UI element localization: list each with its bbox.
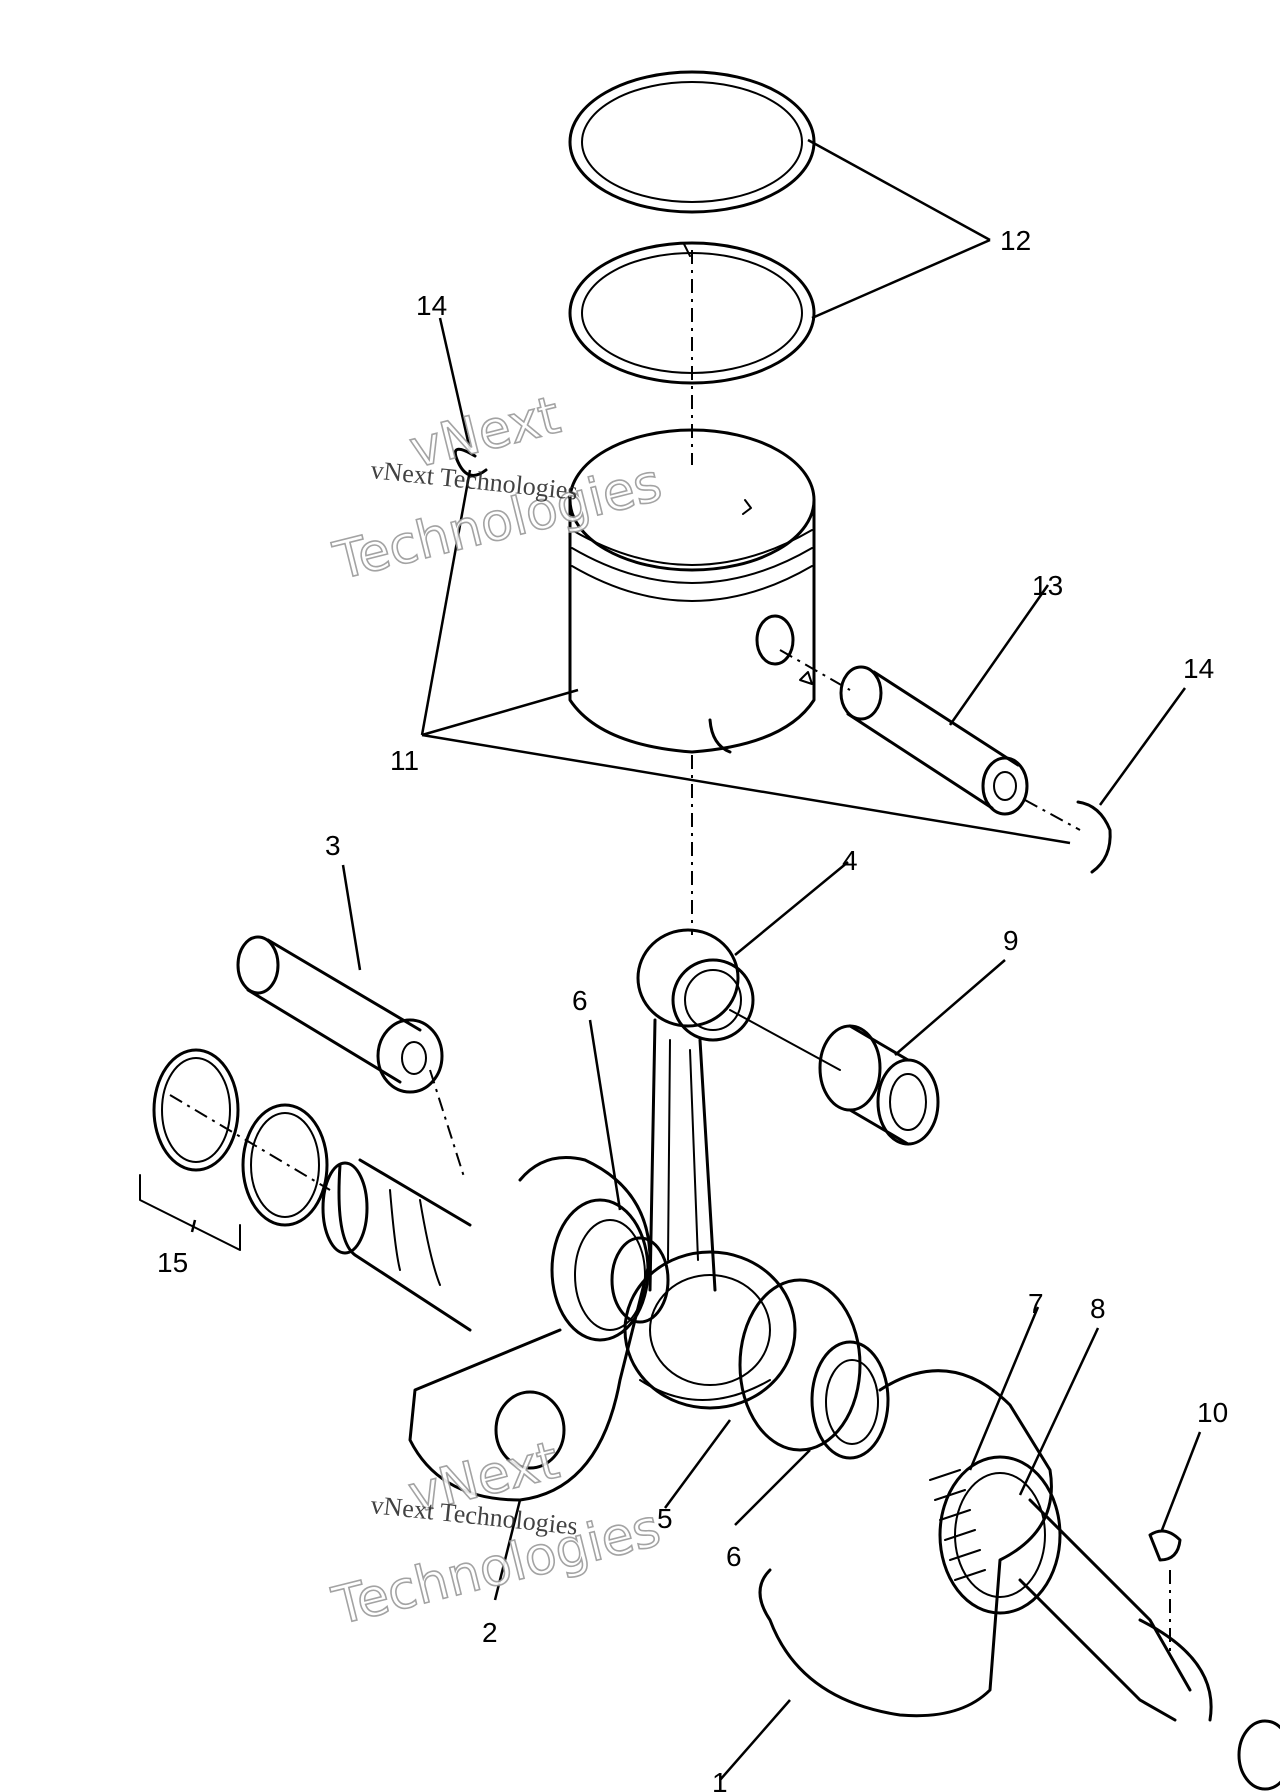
needle-bearing-small-end bbox=[729, 1009, 940, 1146]
callout-14-right: 14 bbox=[1183, 653, 1214, 684]
callout-15: 15 bbox=[157, 1247, 188, 1278]
callout-10: 10 bbox=[1197, 1397, 1228, 1428]
callout-9: 9 bbox=[1003, 925, 1019, 956]
callout-6-lower: 6 bbox=[726, 1541, 742, 1572]
callout-6-upper: 6 bbox=[572, 985, 588, 1016]
crankshaft-right-half bbox=[738, 1278, 1280, 1791]
crank-pin bbox=[236, 935, 444, 1094]
piston-ring-upper bbox=[568, 70, 816, 214]
crankshaft-left-half bbox=[321, 1156, 670, 1502]
connecting-rod bbox=[623, 928, 797, 1410]
callout-2: 2 bbox=[482, 1617, 498, 1648]
pin-axis bbox=[779, 649, 851, 691]
circlip-right bbox=[1076, 800, 1112, 874]
pin-centerline bbox=[429, 1069, 466, 1181]
callout-1: 1 bbox=[712, 1767, 728, 1792]
callout-14-left: 14 bbox=[416, 290, 447, 321]
callout-7: 7 bbox=[1028, 1288, 1044, 1319]
callout-11: 11 bbox=[390, 745, 419, 776]
piston bbox=[568, 428, 816, 754]
callout-13: 13 bbox=[1032, 570, 1063, 601]
leader-lines bbox=[190, 138, 1202, 1781]
callout-12: 12 bbox=[1000, 225, 1031, 256]
callout-3: 3 bbox=[325, 830, 341, 861]
woodruff-key bbox=[1148, 1529, 1182, 1562]
circlip-left bbox=[453, 447, 488, 477]
seal-rings bbox=[139, 1048, 331, 1251]
callout-5: 5 bbox=[657, 1503, 673, 1534]
callout-4: 4 bbox=[842, 845, 858, 876]
callout-8: 8 bbox=[1090, 1293, 1106, 1324]
piston-pin bbox=[839, 665, 1029, 816]
clip-axis bbox=[1024, 799, 1081, 831]
